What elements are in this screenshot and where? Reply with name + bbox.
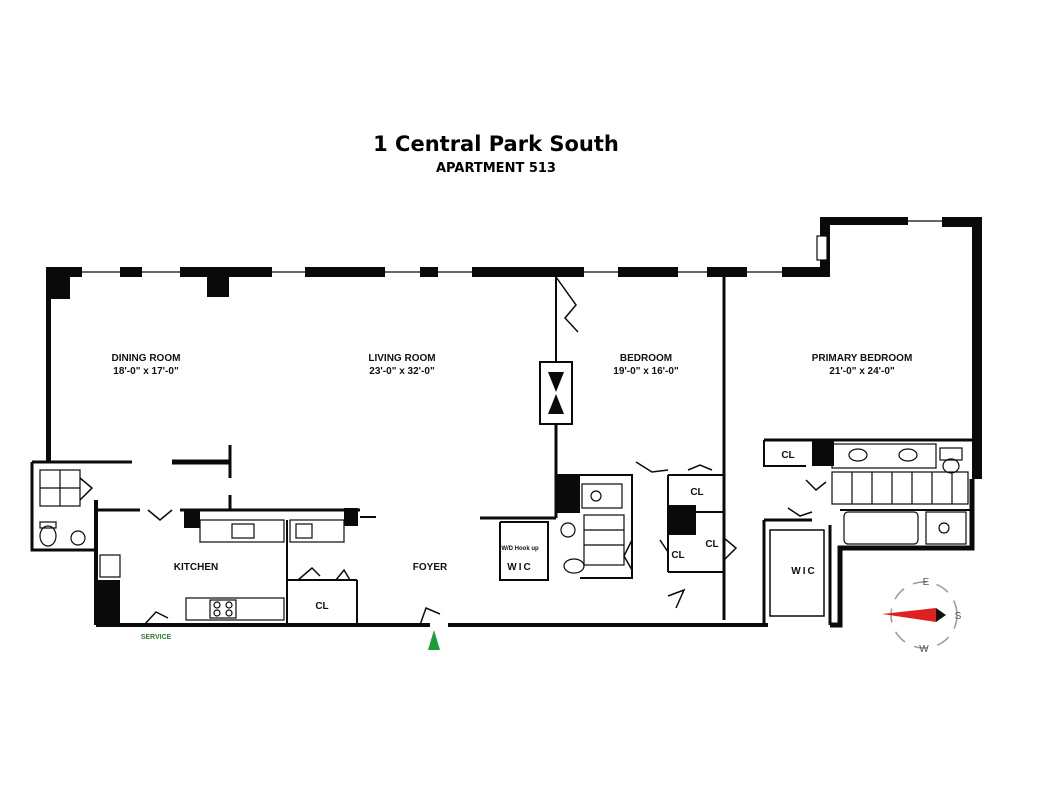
compass-e-label: E [923,577,930,588]
entry-arrow-icon [428,630,440,650]
door-swings [79,276,827,626]
service-entrance-label: SERVICE [141,634,172,641]
wd-hookup-label: W/D Hook up [501,546,539,552]
bedroom-dims: 19'-0" x 16'-0" [613,366,679,377]
dining-room-label: DINING ROOM [112,353,181,364]
bedroom-wic-label: WIC [507,562,532,573]
bedroom-closet-label-1: CL [690,487,703,498]
foyer-label: FOYER [413,562,448,573]
living-room-label: LIVING ROOM [368,353,435,364]
primary-closet-label: CL [781,450,794,461]
plan-subtitle: APARTMENT 513 [436,161,556,176]
primary-bedroom-label: PRIMARY BEDROOM [812,353,913,364]
window-lines [82,220,942,273]
primary-bedroom-dims: 21'-0" x 24'-0" [829,366,895,377]
primary-wic-label: WIC [791,566,816,577]
exterior-walls [46,217,982,479]
bedroom-label: BEDROOM [620,353,672,364]
compass-s-label: S [955,611,962,622]
plan-title: 1 Central Park South [373,132,619,156]
bedroom-closet-label-2: CL [671,550,684,561]
living-room-dims: 23'-0" x 32'-0" [369,366,435,377]
compass-icon: E S W [882,577,962,655]
dining-room-dims: 18'-0" x 17'-0" [113,366,179,377]
bath-fixtures [39,443,969,574]
bedroom-closet-label-3: CL [705,539,718,550]
kitchen-closet-label: CL [315,601,328,612]
compass-w-label: W [919,644,929,655]
interior-walls [30,277,975,628]
structural-columns [96,361,834,625]
kitchen-fixtures [99,519,345,621]
kitchen-label: KITCHEN [174,562,218,573]
